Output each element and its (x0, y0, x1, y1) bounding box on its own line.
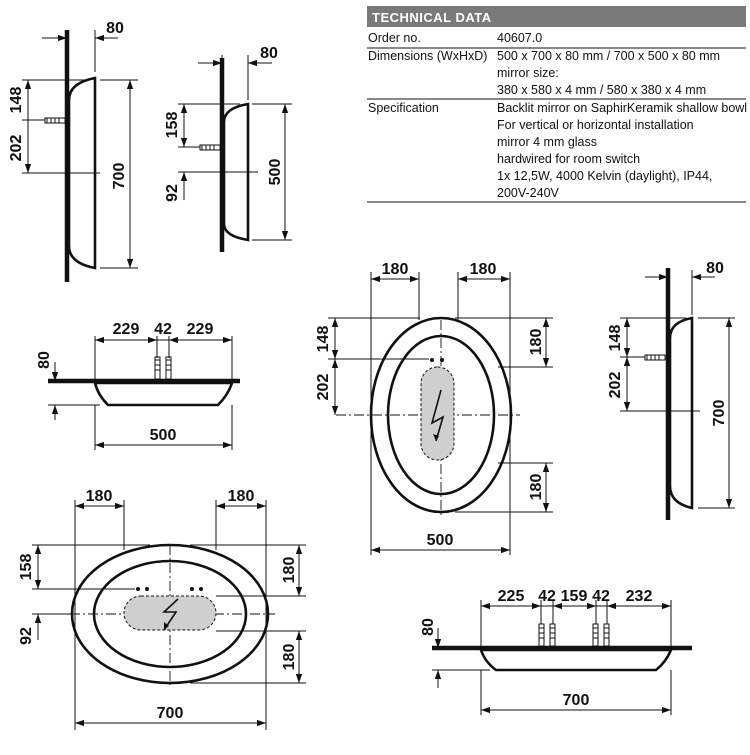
dim-c: 159 (561, 588, 588, 605)
top-view-horizontal-700: 225 42 159 42 232 80 700 (420, 588, 692, 715)
dim-right-bottom: 180 (281, 644, 298, 671)
dim-width: 500 (427, 532, 454, 549)
order-number: 40607.0 (497, 31, 542, 45)
dim-depth: 80 (36, 351, 53, 369)
front-view-horizontal: 180 180 158 92 180 180 700 (18, 488, 306, 730)
dim-left: 180 (382, 261, 409, 278)
spec-line-1: Backlit mirror on SaphirKeramik shallow … (497, 101, 747, 115)
dim-top: 148 (607, 325, 624, 352)
electric-icon (161, 598, 179, 631)
dim-right: 229 (187, 321, 214, 338)
spec-line-3: mirror 4 mm glass (497, 135, 597, 149)
dim-right: 180 (228, 488, 255, 505)
wall-screw-icon (44, 117, 66, 124)
dim-b: 42 (538, 588, 556, 605)
screw-hole-icon (440, 358, 444, 362)
wall-screw-icon (644, 354, 666, 361)
dim-width: 700 (157, 705, 184, 722)
spec-line-4: hardwired for room switch (497, 152, 640, 166)
front-view-vertical: 180 180 148 202 180 180 500 (315, 261, 553, 555)
dim-right-top: 180 (281, 557, 298, 584)
dim-top: 158 (164, 112, 181, 139)
dim-mid: 42 (154, 321, 172, 338)
dim-height: 700 (111, 163, 128, 190)
dim-depth: 80 (106, 20, 124, 37)
screw-hole-icon (430, 358, 434, 362)
dim-right: 180 (470, 261, 497, 278)
dim-right-bottom: 180 (528, 474, 545, 501)
table-header: TECHNICAL DATA (372, 10, 492, 25)
dim-height: 700 (711, 400, 728, 427)
electric-icon (430, 389, 445, 442)
dim-mid: 202 (607, 372, 624, 399)
dim-mid: 92 (18, 627, 35, 645)
screw-hole-icon (145, 587, 149, 591)
side-view-vertical-700-right: 80 148 202 700 (607, 260, 735, 520)
mirror-body-profile (93, 381, 234, 407)
top-view-vertical-500: 229 42 229 80 500 (36, 321, 240, 450)
mirror-body-profile (668, 316, 694, 510)
side-view-horizontal-500: 80 158 92 500 (164, 45, 292, 252)
backlight-panel (420, 366, 455, 461)
dim-top: 148 (315, 326, 332, 353)
backlight-panel (123, 595, 217, 631)
row-label-specification: Specification (368, 101, 439, 115)
dimensions-line-1: 500 x 700 x 80 mm / 700 x 500 x 80 mm (497, 49, 720, 63)
row-label-order: Order no. (368, 31, 421, 45)
wall-screw-icon (199, 144, 221, 151)
dim-depth: 80 (420, 618, 437, 636)
side-view-vertical-700: 80 148 202 700 (8, 20, 138, 282)
dim-width: 500 (150, 427, 177, 444)
dim-a: 225 (498, 588, 525, 605)
dimensions-line-2: mirror size: (497, 66, 559, 80)
dim-mid: 202 (315, 374, 332, 401)
mirror-body-profile (479, 648, 673, 672)
spec-line-5: 1x 12,5W, 4000 Kelvin (daylight), IP44, (497, 169, 712, 183)
dim-depth: 80 (706, 260, 724, 277)
screw-hole-icon (136, 587, 140, 591)
dim-mid: 202 (8, 135, 25, 162)
screw-hole-icon (190, 587, 194, 591)
dim-left: 180 (86, 488, 113, 505)
dim-mid: 92 (164, 184, 181, 202)
screw-hole-icon (199, 587, 203, 591)
spec-line-2: For vertical or horizontal installation (497, 118, 694, 132)
table-header-bar (367, 6, 746, 27)
row-label-dimensions: Dimensions (WxHxD) (368, 49, 487, 63)
technical-data-table: TECHNICAL DATA Order no. 40607.0 Dimensi… (367, 6, 747, 203)
dim-e: 232 (626, 588, 653, 605)
wall-screw-icon (538, 623, 610, 647)
dimensions-line-3: 380 x 580 x 4 mm / 580 x 380 x 4 mm (497, 83, 706, 97)
dim-right-top: 180 (528, 329, 545, 356)
dim-top: 148 (8, 87, 25, 114)
dim-left: 229 (113, 321, 140, 338)
dim-top: 158 (18, 554, 35, 581)
dim-d: 42 (592, 588, 610, 605)
dim-depth: 80 (260, 45, 278, 62)
dim-width: 700 (563, 692, 590, 709)
dim-height: 500 (267, 159, 284, 186)
wall-screw-icon (154, 356, 172, 380)
spec-line-6: 200V-240V (497, 186, 560, 200)
